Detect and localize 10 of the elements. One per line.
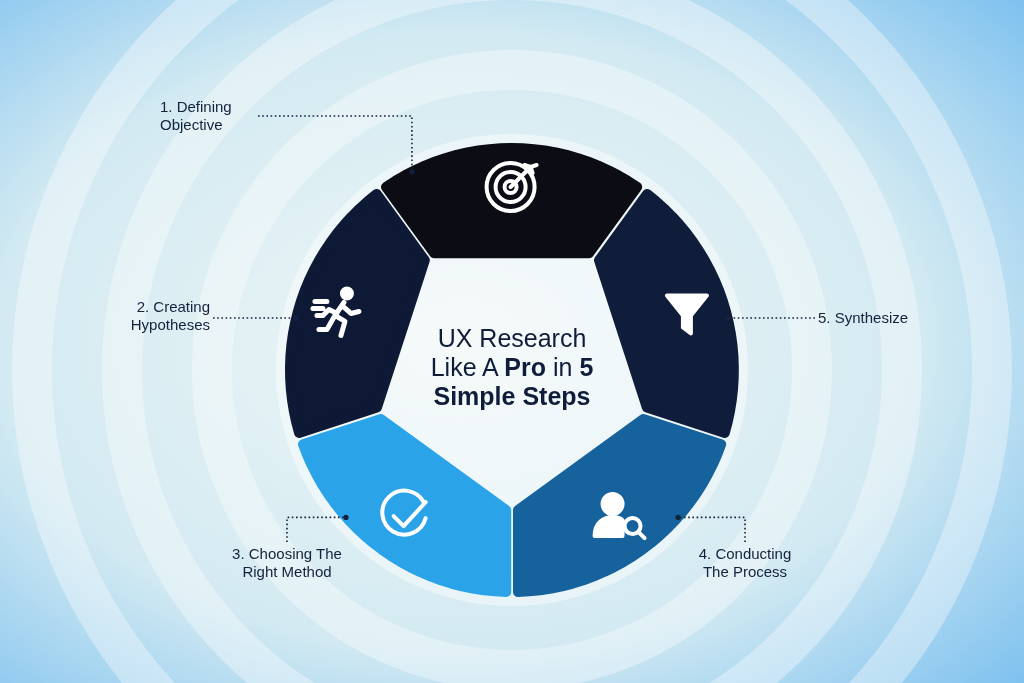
leader-line [675, 514, 746, 543]
step-label: 3. Choosing The Right Method [231, 545, 343, 581]
title: UX Research Like A Pro in 5 Simple Steps [429, 324, 595, 411]
step-label: 1. Defining Objective [160, 98, 233, 134]
step-label: 5. Synthesize [818, 309, 909, 327]
leader-line [257, 115, 415, 175]
leader-line [286, 514, 349, 543]
step-label: 2. Creating Hypotheses [129, 298, 210, 334]
leader-line [212, 315, 299, 321]
step-label: 4. Conducting The Process [697, 545, 793, 581]
